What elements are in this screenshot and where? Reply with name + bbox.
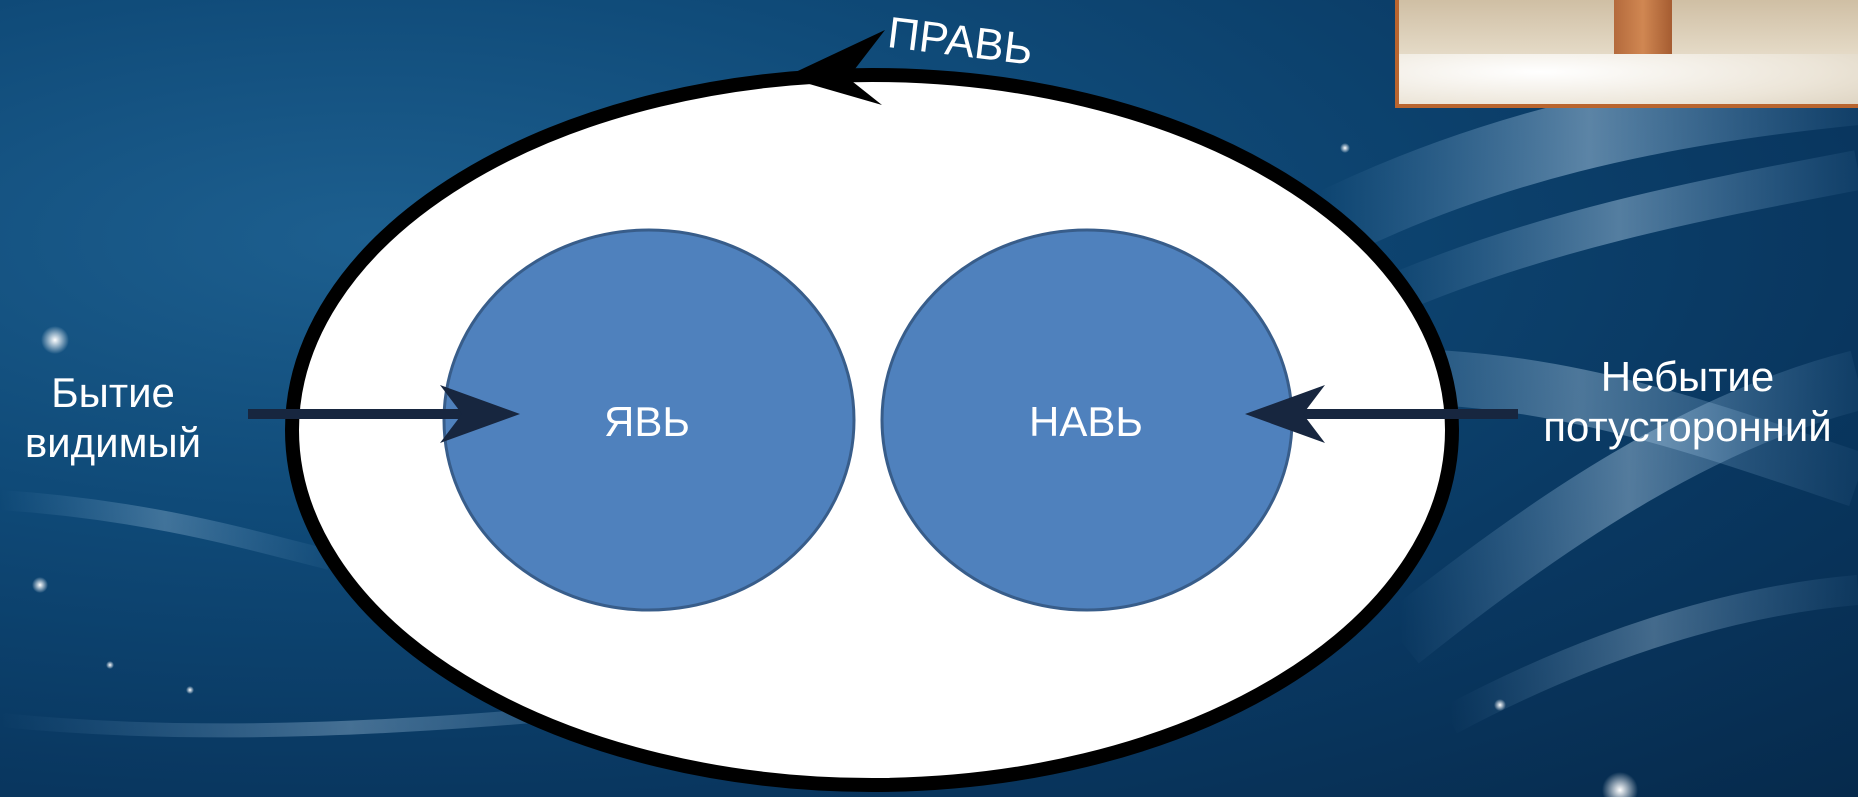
yav-circle [442,228,856,612]
right-arrow-head [1245,385,1325,443]
left-arrow-head [440,385,520,443]
non-being-label: Небытие потусторонний [1520,352,1855,452]
yav-label: ЯВЬ [604,398,690,445]
non-being-label-line2: потусторонний [1543,403,1832,450]
non-being-label-line1: Небытие [1600,353,1775,400]
painting-clouds [1399,54,1858,104]
painting-thumbnail [1395,0,1858,108]
painting-tower [1614,0,1672,62]
being-label-line2: видимый [24,419,202,466]
nav-label: НАВЬ [1029,398,1143,445]
being-label-line1: Бытие [51,369,175,416]
top-arrow-head [785,30,885,105]
being-label: Бытие видимый [8,368,218,468]
